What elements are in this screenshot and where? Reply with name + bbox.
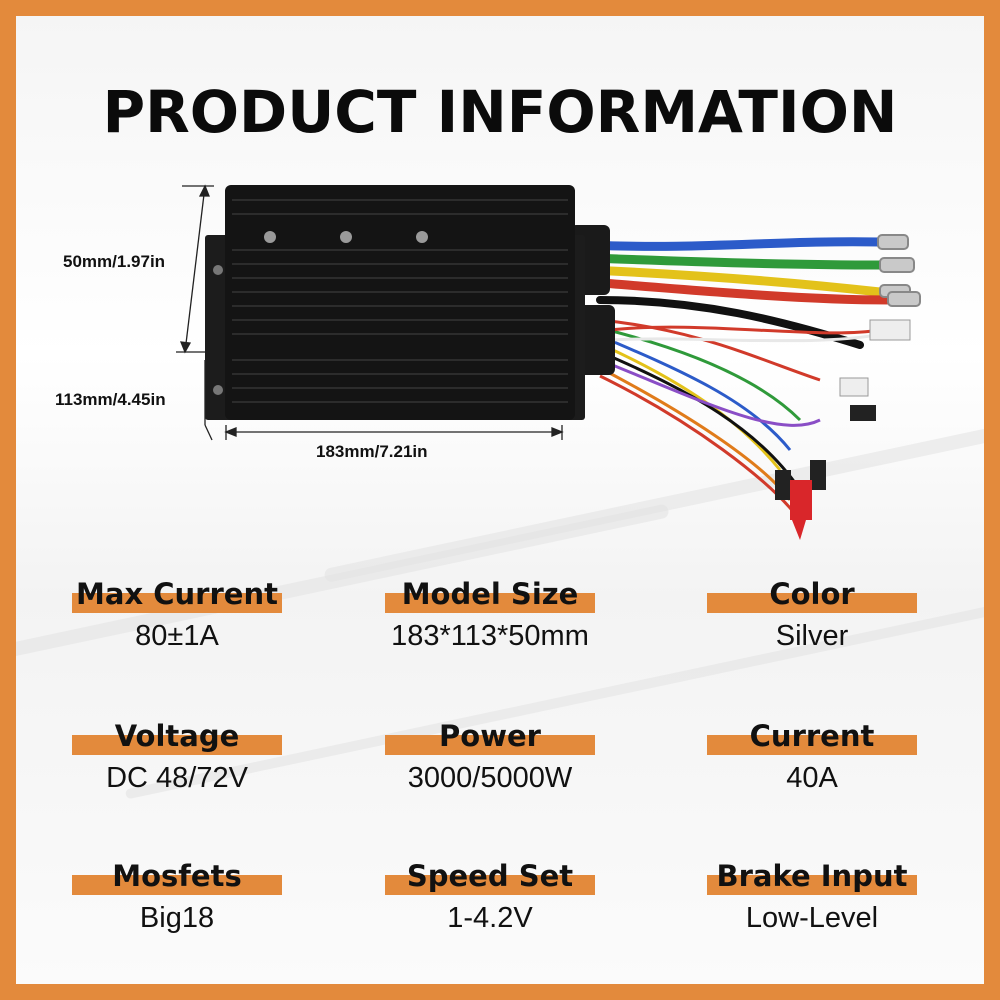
- signal-wires: [599, 318, 901, 521]
- terminal-lugs: [877, 234, 921, 307]
- label-highlight-bar: [72, 875, 282, 895]
- spec-value: 3000/5000W: [407, 762, 573, 794]
- spec-label: Voltage: [114, 719, 240, 753]
- spec-mosfets: Mosfets Big18: [72, 858, 282, 934]
- spec-speed-set: Speed Set 1-4.2V: [385, 858, 595, 934]
- spec-value: 183*113*50mm: [391, 620, 589, 652]
- power-wires: [585, 237, 895, 349]
- spec-value: DC 48/72V: [106, 762, 248, 794]
- spec-max-current: Max Current 80±1A: [72, 576, 282, 652]
- label-highlight-bar: [707, 593, 917, 613]
- dimension-lines: [176, 184, 564, 441]
- spec-label: Brake Input: [716, 859, 908, 893]
- spec-label: Current: [749, 719, 875, 753]
- label-highlight-bar: [72, 735, 282, 755]
- spec-value: Big18: [139, 902, 215, 934]
- spec-label: Speed Set: [406, 859, 574, 893]
- controller-body: [225, 185, 575, 420]
- dimension-width-label: 113mm/4.45in: [55, 390, 166, 409]
- spec-voltage: Voltage DC 48/72V: [72, 718, 282, 794]
- label-highlight-bar: [707, 735, 917, 755]
- spec-label: Color: [769, 577, 855, 611]
- spec-current: Current 40A: [707, 718, 917, 794]
- spec-value: 1-4.2V: [447, 902, 533, 934]
- spec-value: 40A: [786, 762, 838, 794]
- dimension-height-label: 50mm/1.97in: [63, 252, 166, 271]
- screws: [264, 231, 428, 243]
- spec-model-size: Model Size 183*113*50mm: [385, 576, 595, 652]
- spec-color: Color Silver: [707, 576, 917, 652]
- label-highlight-bar: [385, 875, 595, 895]
- label-highlight-bar: [707, 875, 917, 895]
- label-highlight-bar: [72, 593, 282, 613]
- spec-brake-input: Brake Input Low-Level: [707, 858, 917, 934]
- spec-value: 80±1A: [135, 620, 219, 652]
- spec-label: Model Size: [401, 577, 579, 611]
- spec-label: Power: [439, 719, 541, 753]
- background-panel: [16, 16, 984, 984]
- label-highlight-bar: [385, 593, 595, 613]
- spec-label: Mosfets: [112, 859, 242, 893]
- spec-value: Low-Level: [745, 902, 879, 934]
- heat-fins: [232, 199, 568, 403]
- spec-power: Power 3000/5000W: [385, 718, 595, 794]
- spec-label: Max Current: [76, 577, 278, 611]
- label-highlight-bar: [385, 735, 595, 755]
- connectors: [775, 319, 911, 540]
- dimension-length-label: 183mm/7.21in: [316, 442, 428, 461]
- spec-value: Silver: [775, 620, 849, 652]
- page-title: PRODUCT INFORMATION: [102, 78, 898, 146]
